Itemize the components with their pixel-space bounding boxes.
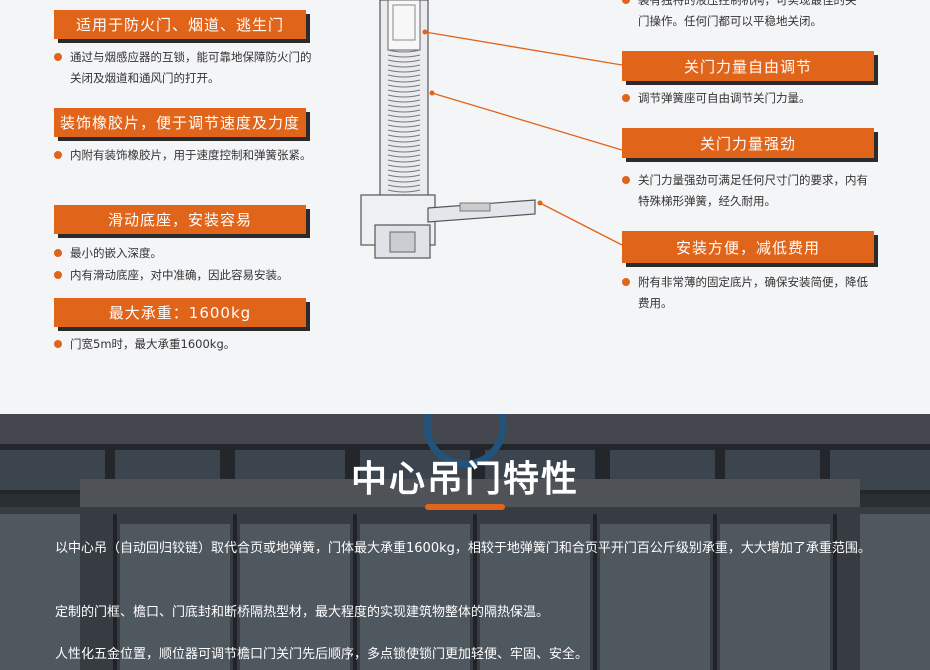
feature-badge-easy-install: 安装方便，减低费用 bbox=[622, 231, 874, 263]
feature-bullet-partial: 装有独特的液压控制机构，可实现最佳的关 bbox=[622, 0, 877, 11]
bullet-dot-icon bbox=[54, 151, 62, 159]
paragraph-insulation: 定制的门框、檐口、门底封和断桥隔热型材，最大程度的实现建筑物整体的隔热保温。 bbox=[55, 605, 550, 620]
feature-bullet: 附有非常薄的固定底片，确保安装简便，降低费用。 bbox=[622, 272, 877, 314]
feature-bullet-partial: 门操作。任何门都可以平稳地关闭。 bbox=[638, 14, 822, 28]
feature-bullet: 内有滑动底座，对中准确，因此容易安装。 bbox=[54, 265, 316, 286]
bullet-dot-icon bbox=[622, 0, 630, 4]
center-hinge-section: 中心吊门特性 以中心吊（自动回归铰链）取代合页或地弹簧，门体最大承重1600kg… bbox=[0, 414, 930, 670]
bullet-dot-icon bbox=[54, 340, 62, 348]
features-panel: 适用于防火门、烟道、逃生门 通过与烟感应器的互锁，能可靠地保障防火门的关闭及烟道… bbox=[54, 0, 877, 355]
bullet-dot-icon bbox=[622, 94, 630, 102]
feature-badge-adjust-force: 关门力量自由调节 bbox=[622, 51, 874, 81]
feature-badge-fire-door: 适用于防火门、烟道、逃生门 bbox=[54, 10, 306, 39]
feature-bullet: 通过与烟感应器的互锁，能可靠地保障防火门的关闭及烟道和通风门的打开。 bbox=[54, 47, 316, 89]
bullet-dot-icon bbox=[54, 53, 62, 61]
feature-bullet: 最小的嵌入深度。 bbox=[54, 243, 316, 264]
feature-bullet: 关门力量强劲可满足任何尺寸门的要求，内有特殊梯形弹簧，经久耐用。 bbox=[622, 170, 877, 212]
paragraph-hardware: 人性化五金位置，顺位器可调节檐口门关门先后顺序，多点锁使锁门更加轻便、牢固、安全… bbox=[55, 647, 589, 662]
feature-badge-rubber: 装饰橡胶片，便于调节速度及力度 bbox=[54, 108, 306, 137]
building-background-image bbox=[0, 414, 930, 670]
bullet-dot-icon bbox=[54, 271, 62, 279]
hinge-device-illustration bbox=[360, 0, 536, 259]
bullet-dot-icon bbox=[54, 249, 62, 257]
bullet-dot-icon bbox=[622, 176, 630, 184]
paragraph-load: 以中心吊（自动回归铰链）取代合页或地弹簧，门体最大承重1600kg，相较于地弹簧… bbox=[55, 541, 871, 556]
feature-bullet: 内附有装饰橡胶片，用于速度控制和弹簧张紧。 bbox=[54, 145, 316, 166]
title-underline bbox=[425, 504, 505, 510]
section-title: 中心吊门特性 bbox=[350, 459, 579, 500]
feature-bullet: 门宽5m时，最大承重1600kg。 bbox=[54, 334, 316, 355]
feature-badge-max-load: 最大承重：1600kg bbox=[54, 298, 306, 327]
feature-bullet: 调节弹簧座可自由调节关门力量。 bbox=[622, 88, 877, 109]
feature-badge-sliding-base: 滑动底座，安装容易 bbox=[54, 205, 306, 234]
feature-badge-strong-force: 关门力量强劲 bbox=[622, 128, 874, 158]
bullet-dot-icon bbox=[622, 278, 630, 286]
